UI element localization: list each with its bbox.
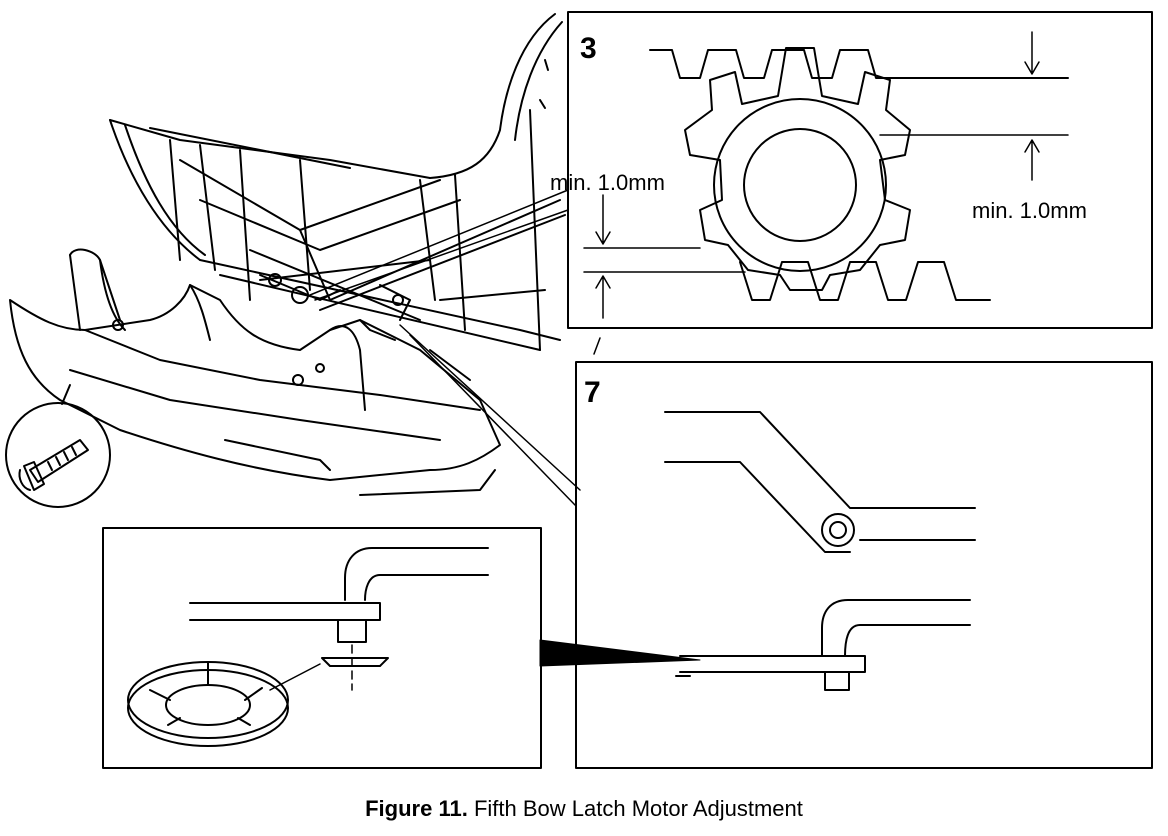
detail-3-number: 3 (580, 32, 597, 65)
figure-caption-text: Fifth Bow Latch Motor Adjustment (473, 796, 803, 821)
detail-3-panel (567, 11, 1153, 329)
detail-3-left-dimension-label: min. 1.0mm (550, 170, 665, 195)
detail-7-panel (575, 361, 1153, 769)
figure-caption-label: Figure 11. (365, 796, 468, 821)
washer-detail-panel (102, 527, 542, 769)
bolt-callout (5, 384, 111, 508)
body-trim-panel (9, 248, 501, 496)
figure-caption: Figure 11. Fifth Bow Latch Motor Adjustm… (0, 796, 1168, 822)
convertible-top-frame-illustration (109, 13, 569, 351)
detail-7-number: 7 (584, 376, 601, 409)
detail-3-right-dimension-label: min. 1.0mm (972, 198, 1087, 223)
